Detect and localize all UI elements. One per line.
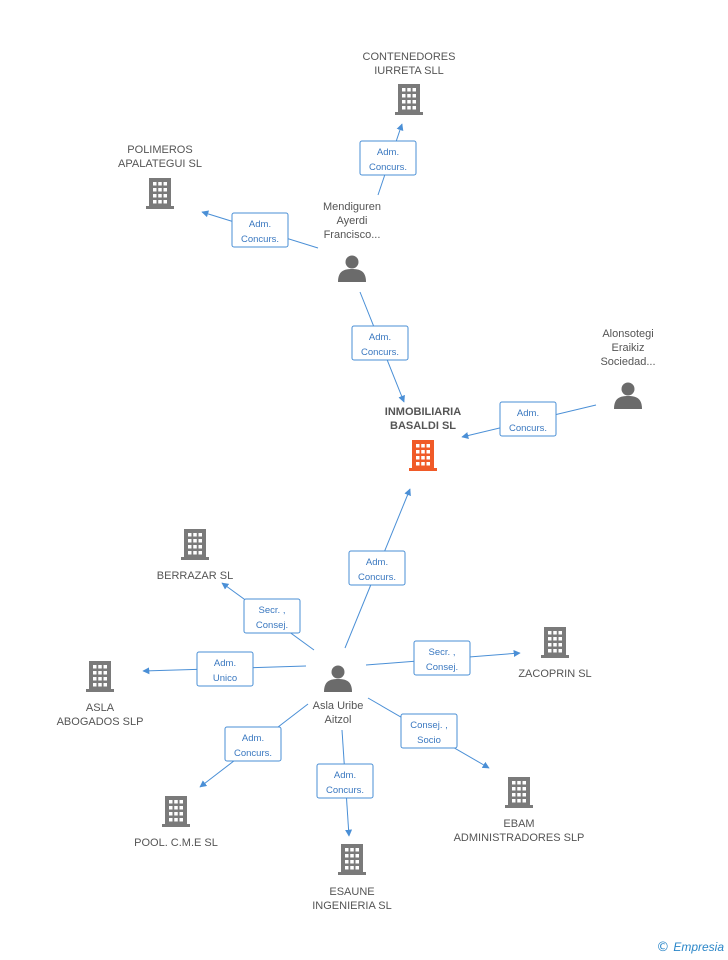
node-label: ADMINISTRADORES SLP (454, 832, 585, 844)
edge-label-box (196, 651, 254, 687)
node-label: APALATEGUI SL (118, 158, 202, 170)
node-polimeros[interactable]: POLIMEROS APALATEGUI SL (118, 144, 202, 209)
edge-label-line: Concurs. (361, 347, 399, 358)
node-label: ASLA (86, 702, 115, 714)
person-icon (324, 665, 352, 692)
edge-label-box (359, 140, 417, 176)
node-label: BERRAZAR SL (157, 570, 233, 582)
relation-edge-asla_uribe-to-ebam[interactable]: Consej. , Socio (367, 697, 490, 769)
building-icon (505, 777, 533, 808)
edge-label-box (316, 763, 374, 799)
node-asla_abogados[interactable]: ASLA ABOGADOS SLP (57, 661, 144, 728)
node-label: INGENIERIA SL (312, 900, 391, 912)
edge-label-line: Unico (213, 673, 237, 684)
relation-edge-mendiguren-to-inmobiliaria[interactable]: Adm. Concurs. (351, 291, 409, 403)
building-icon (541, 627, 569, 658)
edge-label-box (224, 726, 282, 762)
brand-logo-text[interactable]: Empresia (673, 940, 724, 954)
person-icon (338, 255, 366, 282)
node-alonsotegi[interactable]: AlonsotegiEraikizSociedad... (600, 328, 656, 409)
relation-edge-asla_uribe-to-pool[interactable]: Adm. Concurs. (199, 703, 309, 788)
node-label: ABOGADOS SLP (57, 716, 144, 728)
node-zacoprin[interactable]: ZACOPRIN SL (518, 627, 592, 680)
edge-label-line: Adm. (517, 408, 539, 419)
node-label: Aitzol (325, 714, 352, 726)
edge-label-line: Concurs. (358, 572, 396, 583)
edge-label-line: Socio (417, 735, 441, 746)
node-label: EBAM (503, 818, 534, 830)
edge-label-line: Consej. , (410, 720, 448, 731)
copyright-symbol: © (656, 939, 670, 955)
edge-label-box (351, 325, 409, 361)
node-contenedores[interactable]: CONTENEDORES IURRETA SLL (363, 51, 456, 115)
building-icon (162, 796, 190, 827)
node-label: ZACOPRIN SL (518, 668, 591, 680)
edge-label-box (413, 640, 471, 676)
edge-label-line: Adm. (214, 658, 236, 669)
edge-label-line: Adm. (369, 332, 391, 343)
footer-brand: © Empresia (656, 938, 724, 956)
node-pool[interactable]: POOL. C.M.E SL (134, 796, 218, 849)
building-icon (338, 844, 366, 875)
edge-label-box (348, 550, 406, 586)
edge-label-box (400, 713, 458, 749)
node-label: Alonsotegi (602, 328, 653, 340)
person-icon (614, 382, 642, 409)
edge-label-line: Consej. (256, 620, 288, 631)
edge-label-line: Secr. , (429, 647, 456, 658)
relation-edge-mendiguren-to-polimeros[interactable]: Adm. Concurs. (201, 210, 319, 249)
edge-label-line: Adm. (242, 733, 264, 744)
relation-edge-asla_uribe-to-asla_abogados[interactable]: Adm. Unico (142, 651, 307, 687)
edge-label-box (231, 212, 289, 248)
relation-edge-asla_uribe-to-inmobiliaria[interactable]: Adm. Concurs. (344, 488, 411, 649)
edge-label-line: Adm. (334, 770, 356, 781)
edge-label-box (243, 598, 301, 634)
relation-edge-alonsotegi-to-inmobiliaria[interactable]: Adm. Concurs. (461, 401, 597, 439)
node-label: ESAUNE (329, 886, 374, 898)
node-label: Ayerdi (337, 215, 368, 227)
node-berrazar[interactable]: BERRAZAR SL (157, 529, 233, 582)
edge-label-line: Adm. (377, 147, 399, 158)
building-icon (409, 440, 437, 471)
edge-label-line: Concurs. (241, 234, 279, 245)
node-label: Eraikiz (611, 342, 644, 354)
node-label: CONTENEDORES (363, 51, 456, 63)
node-inmobiliaria[interactable]: INMOBILIARIA BASALDI SL (385, 406, 461, 471)
building-icon (395, 84, 423, 115)
node-esaune[interactable]: ESAUNE INGENIERIA SL (312, 844, 392, 912)
node-label: IURRETA SLL (374, 65, 444, 77)
edge-label-line: Concurs. (234, 748, 272, 759)
node-label: Francisco... (324, 229, 381, 241)
edge-label-line: Secr. , (259, 605, 286, 616)
relation-edge-asla_uribe-to-zacoprin[interactable]: Secr. , Consej. (365, 640, 521, 676)
relation-edge-asla_uribe-to-berrazar[interactable]: Secr. , Consej. (221, 582, 315, 651)
building-icon (146, 178, 174, 209)
edge-label-line: Concurs. (509, 423, 547, 434)
node-label: INMOBILIARIA (385, 406, 461, 418)
node-label: Sociedad... (600, 356, 655, 368)
edge-label-line: Concurs. (369, 162, 407, 173)
node-label: BASALDI SL (390, 420, 456, 432)
edge-label-line: Adm. (249, 219, 271, 230)
edge-label-line: Consej. (426, 662, 458, 673)
node-label: POOL. C.M.E SL (134, 837, 218, 849)
building-icon (86, 661, 114, 692)
edge-label-line: Adm. (366, 557, 388, 568)
node-ebam[interactable]: EBAM ADMINISTRADORES SLP (454, 777, 585, 844)
edge-label-line: Concurs. (326, 785, 364, 796)
edge-label-box (499, 401, 557, 437)
building-icon (181, 529, 209, 560)
node-label: Mendiguren (323, 201, 381, 213)
relation-edge-mendiguren-to-contenedores[interactable]: Adm. Concurs. (359, 123, 417, 196)
node-label: POLIMEROS (127, 144, 192, 156)
node-mendiguren[interactable]: MendigurenAyerdiFrancisco... (323, 201, 381, 282)
relation-edge-asla_uribe-to-esaune[interactable]: Adm. Concurs. (316, 729, 374, 837)
node-label: Asla Uribe (313, 700, 364, 712)
